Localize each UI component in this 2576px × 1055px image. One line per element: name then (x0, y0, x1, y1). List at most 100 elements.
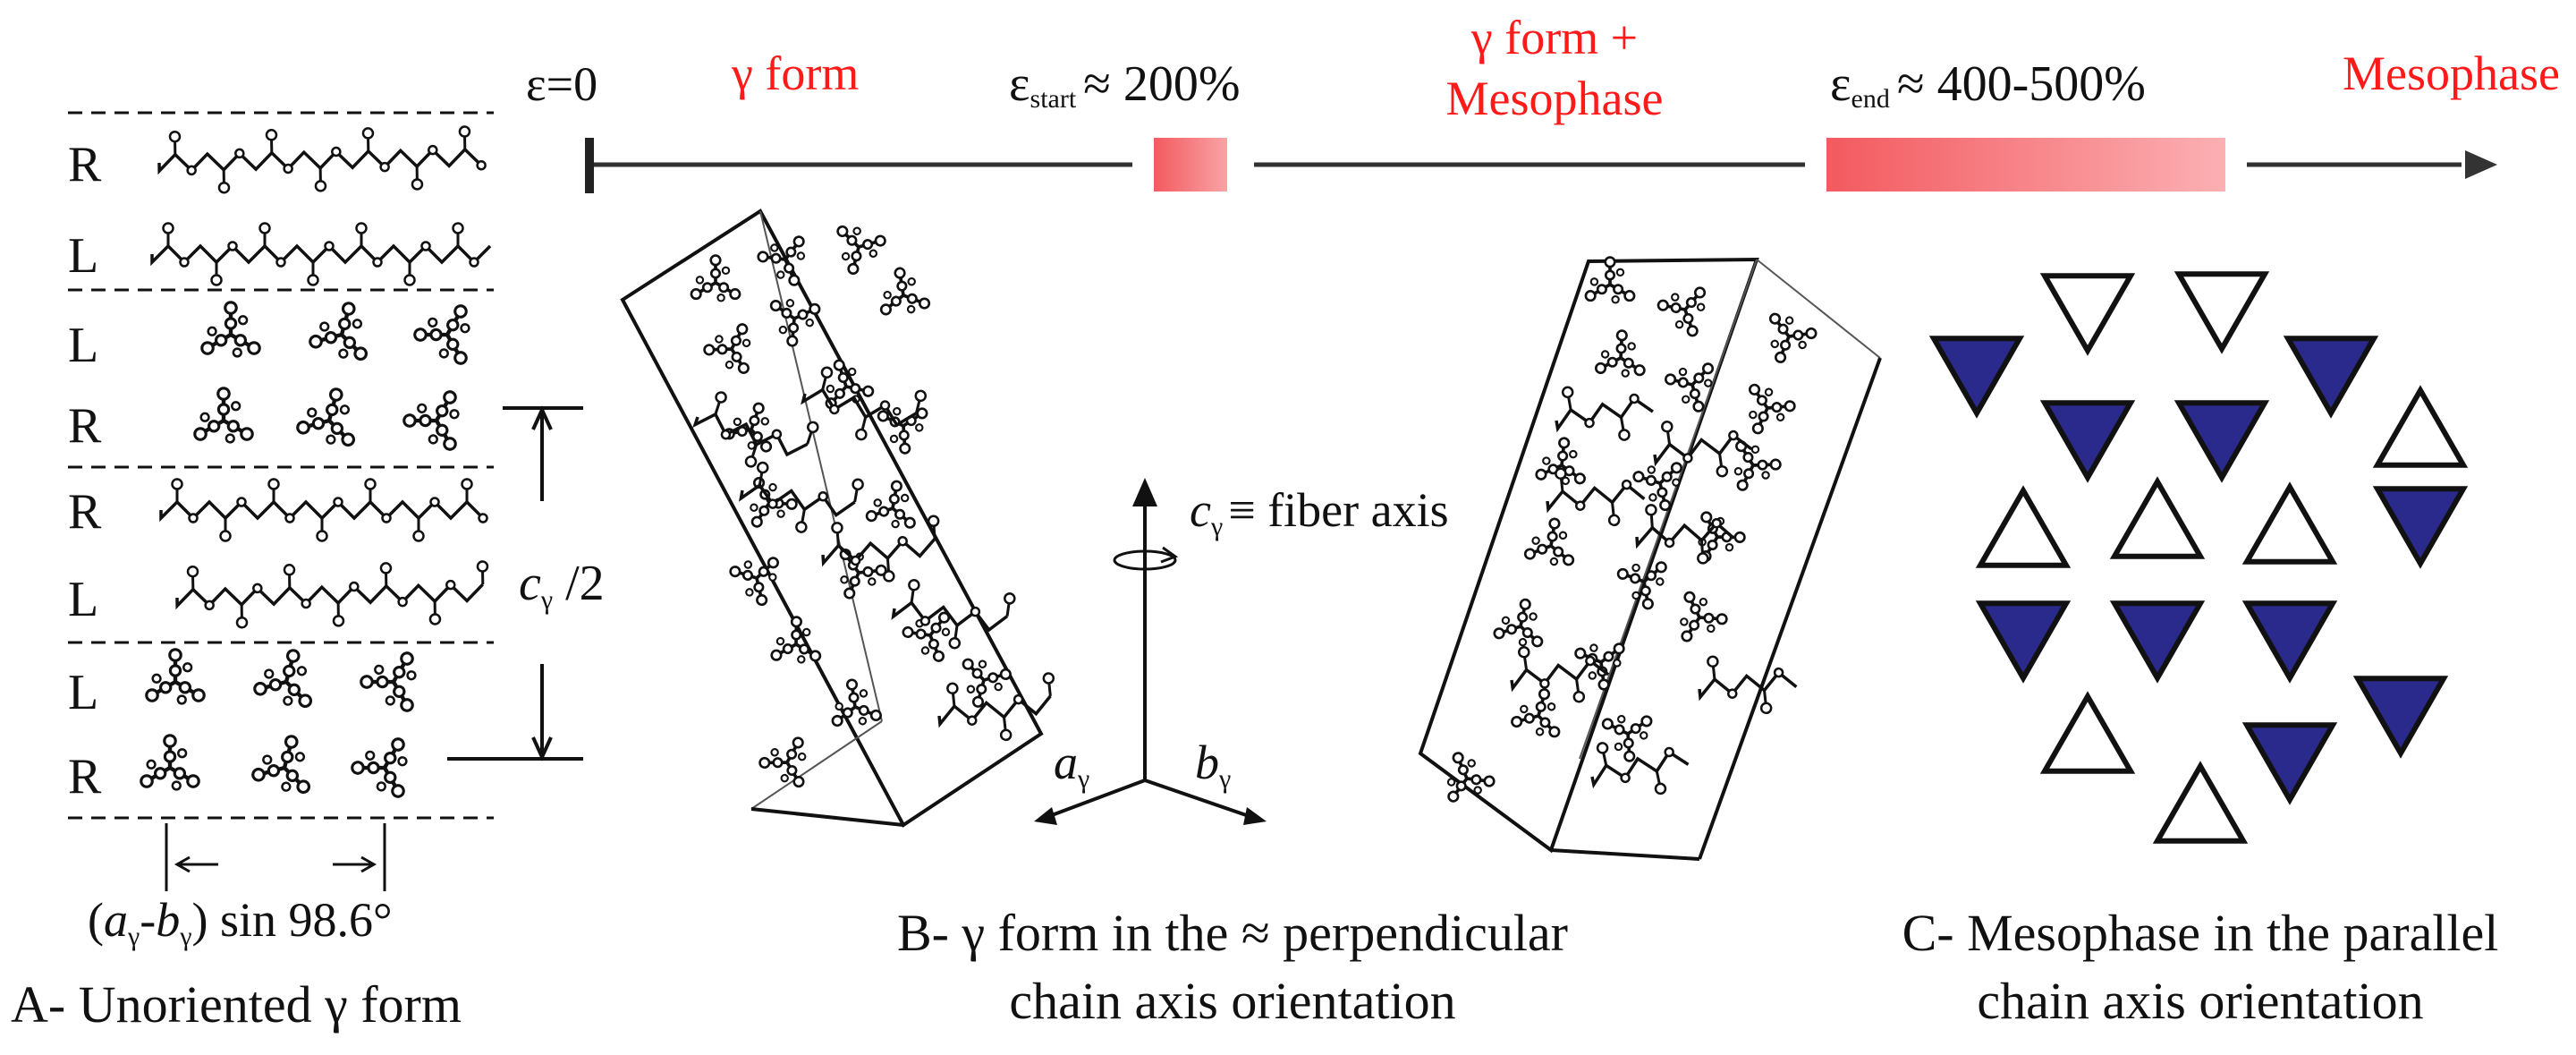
chain-atom (219, 530, 232, 542)
helix-atom (393, 685, 406, 699)
helix-atom (1707, 539, 1718, 551)
left-cell-inner-edge (759, 210, 883, 722)
helix-atom (232, 347, 242, 358)
helix-atom (341, 432, 356, 447)
chain-atom (1726, 688, 1738, 699)
chain-atom (301, 598, 311, 609)
helix-side-on-glyph (692, 391, 819, 468)
helix-atom (343, 336, 357, 350)
helix-atom (1616, 567, 1629, 580)
helix-atom (916, 407, 928, 420)
helix-atom (1683, 591, 1696, 603)
helix-atom (1678, 367, 1688, 377)
helix-end-on-glyph (1733, 440, 1782, 491)
helix-atom (1682, 312, 1694, 324)
helix-atom (868, 577, 877, 586)
helix-atom (296, 779, 311, 795)
helix-atom (287, 683, 301, 697)
helix-atom (1681, 630, 1693, 642)
chain-atom (179, 257, 190, 268)
helix-atom (1703, 612, 1715, 624)
chain-atom (850, 555, 861, 566)
helix-atom (216, 403, 231, 416)
helix-atom (1621, 369, 1630, 378)
helix-atom (1520, 704, 1529, 714)
helix-atom (841, 251, 851, 261)
helix-atom (391, 784, 405, 798)
chain-atom (1697, 552, 1709, 565)
helix-atom (1467, 759, 1476, 768)
helix-atom (285, 769, 300, 783)
helix-atom (1633, 364, 1646, 377)
chain-atom (852, 478, 864, 491)
helix-side-on-glyph (1555, 386, 1654, 441)
mesophase-triangle-open (1975, 485, 2072, 568)
helix-atom (770, 252, 782, 264)
helix-atom (1758, 411, 1769, 422)
width-dim-arrowhead-right (360, 855, 377, 873)
chain-atom (324, 241, 335, 251)
mesophase-triangle-open (2039, 691, 2136, 774)
helix-atom (1680, 617, 1689, 626)
helix-atom (1630, 723, 1641, 735)
helix-atom (785, 498, 798, 510)
helix-end-on-glyph (1594, 329, 1646, 378)
helix-atom (233, 334, 248, 347)
helix-atom (1529, 612, 1538, 621)
helix-atom (436, 423, 449, 438)
helix-atom (743, 560, 753, 569)
helix-atom (1677, 377, 1689, 388)
helix-atom (785, 246, 797, 258)
helix-atom (858, 717, 868, 726)
helix-atom (1615, 268, 1625, 277)
helix-atom (1546, 702, 1556, 711)
helix-atom (786, 335, 799, 347)
helix-end-on-glyph (1664, 362, 1715, 413)
helix-atom (775, 636, 785, 646)
helix-atom (191, 688, 206, 702)
chain-atom (162, 222, 174, 234)
strain-origin-tick (585, 138, 594, 193)
chain-backbone (801, 387, 918, 428)
chain-atom (970, 606, 981, 617)
helix-atom (1538, 688, 1551, 701)
mesophase-triangle-filled (2241, 722, 2338, 805)
helix-atom (1615, 343, 1627, 354)
chain-atom (1555, 467, 1567, 481)
chain-atom (855, 428, 868, 441)
helix-atom (1682, 395, 1690, 404)
helix-atom (865, 510, 877, 523)
chain-atom (1620, 772, 1631, 784)
helix-atom (296, 420, 310, 435)
chain-atom (168, 130, 182, 143)
mixed-phase-label-line1: γ form + (1470, 11, 1638, 64)
chain-atom (1621, 479, 1632, 490)
helix-atom (1748, 383, 1761, 396)
helix-atom (745, 588, 754, 597)
helix-atom (890, 480, 902, 492)
helix-atom (1757, 459, 1768, 471)
chain-atom (897, 535, 908, 547)
helix-atom (145, 688, 159, 702)
chain-atom (188, 513, 199, 523)
helix-atom (1770, 339, 1779, 349)
helix-atom (1600, 350, 1610, 359)
helix-atom (449, 409, 460, 420)
helix-atom (1557, 450, 1569, 462)
right-cell-back-edge (1698, 357, 1882, 860)
helix-atom (848, 692, 860, 703)
helix-atom (311, 417, 326, 430)
chain-atom (204, 600, 215, 611)
helix-atom (251, 767, 266, 782)
helix-side-on-glyph (175, 560, 489, 629)
helix-atom (845, 678, 859, 691)
helix-atom (151, 673, 162, 684)
helix-atom (402, 413, 417, 428)
helix-atom (376, 781, 386, 792)
helix-atom (801, 627, 811, 637)
helix-atom (1548, 517, 1561, 530)
helix-atom (1617, 714, 1626, 724)
helix-atom (1597, 678, 1610, 691)
helix-atom (281, 750, 294, 764)
chain-atom (364, 478, 377, 490)
